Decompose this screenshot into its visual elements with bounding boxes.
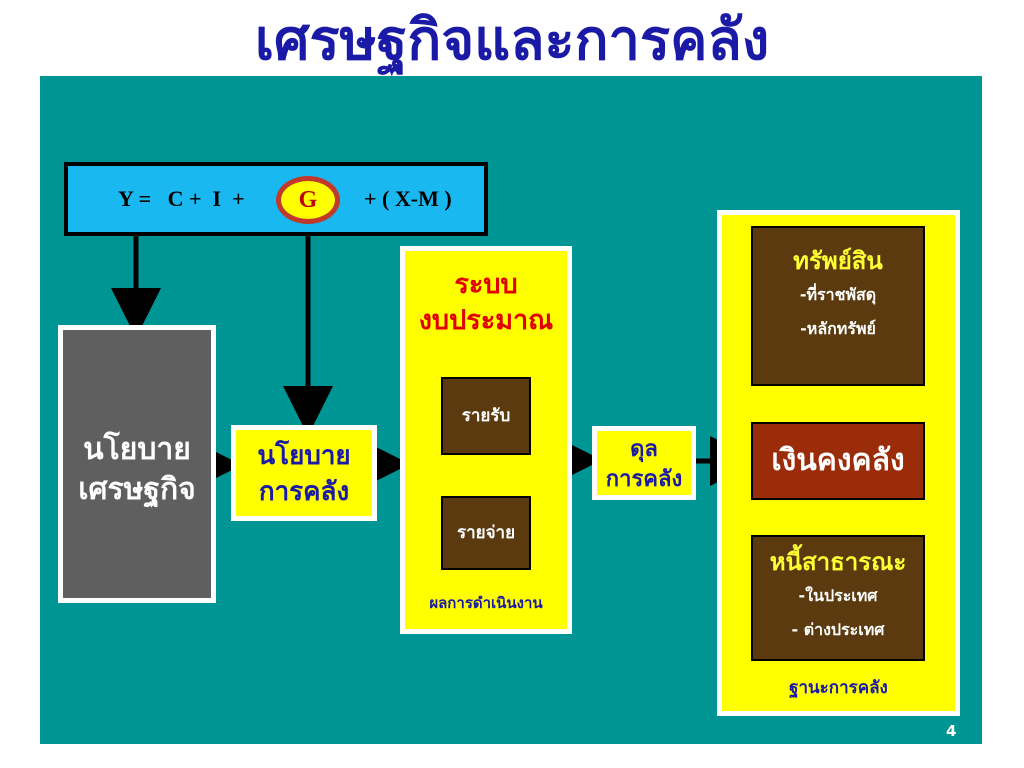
- fiscal-policy-line2: การคลัง: [258, 477, 350, 507]
- fiscal-balance-line2: การคลัง: [605, 467, 683, 492]
- fiscal-position-footer: ฐานะการคลัง: [789, 678, 888, 698]
- fiscal-policy-line1: นโยบาย: [257, 441, 351, 471]
- treasury-cash-box: เงินคงคลัง: [751, 422, 925, 500]
- assets-title: ทรัพย์สิน: [793, 247, 883, 275]
- debt-item-foreign: - ต่างประเทศ: [791, 620, 885, 639]
- debt-title: หนี้สาธารณะ: [769, 548, 907, 576]
- budget-title-line2: งบประมาณ: [418, 305, 554, 336]
- government-spending-g: G: [276, 176, 340, 224]
- expense-box: รายจ่าย: [441, 496, 531, 570]
- economic-policy-box: นโยบาย เศรษฐกิจ: [58, 325, 216, 603]
- economic-policy-line1: นโยบาย: [83, 432, 191, 467]
- equation-left: Y = C + I +: [118, 186, 245, 211]
- equation-right: + ( X-M ): [364, 186, 452, 211]
- economic-policy-line2: เศรษฐกิจ: [78, 472, 196, 507]
- fiscal-policy-box: นโยบาย การคลัง: [231, 425, 377, 521]
- debt-item-domestic: -ในประเทศ: [798, 586, 878, 605]
- assets-box: ทรัพย์สิน -ที่ราชพัสดุ -หลักทรัพย์: [751, 226, 925, 386]
- income-box: รายรับ: [441, 377, 531, 455]
- budget-title: ระบบ งบประมาณ: [405, 267, 567, 339]
- public-debt-box: หนี้สาธารณะ -ในประเทศ - ต่างประเทศ: [751, 535, 925, 661]
- page-number: 4: [946, 722, 957, 740]
- slide-title: เศรษฐกิจและการคลัง: [254, 8, 770, 73]
- assets-item-state-property: -ที่ราชพัสดุ: [799, 285, 877, 304]
- fiscal-balance-box: ดุล การคลัง: [592, 426, 696, 500]
- fiscal-balance-line1: ดุล: [630, 437, 658, 462]
- budget-title-line1: ระบบ: [454, 269, 518, 300]
- budget-footer: ผลการดำเนินงาน: [429, 594, 543, 612]
- assets-item-securities: -หลักทรัพย์: [800, 319, 876, 338]
- budget-system-box: ระบบ งบประมาณ ผลการดำเนินงาน: [400, 246, 572, 634]
